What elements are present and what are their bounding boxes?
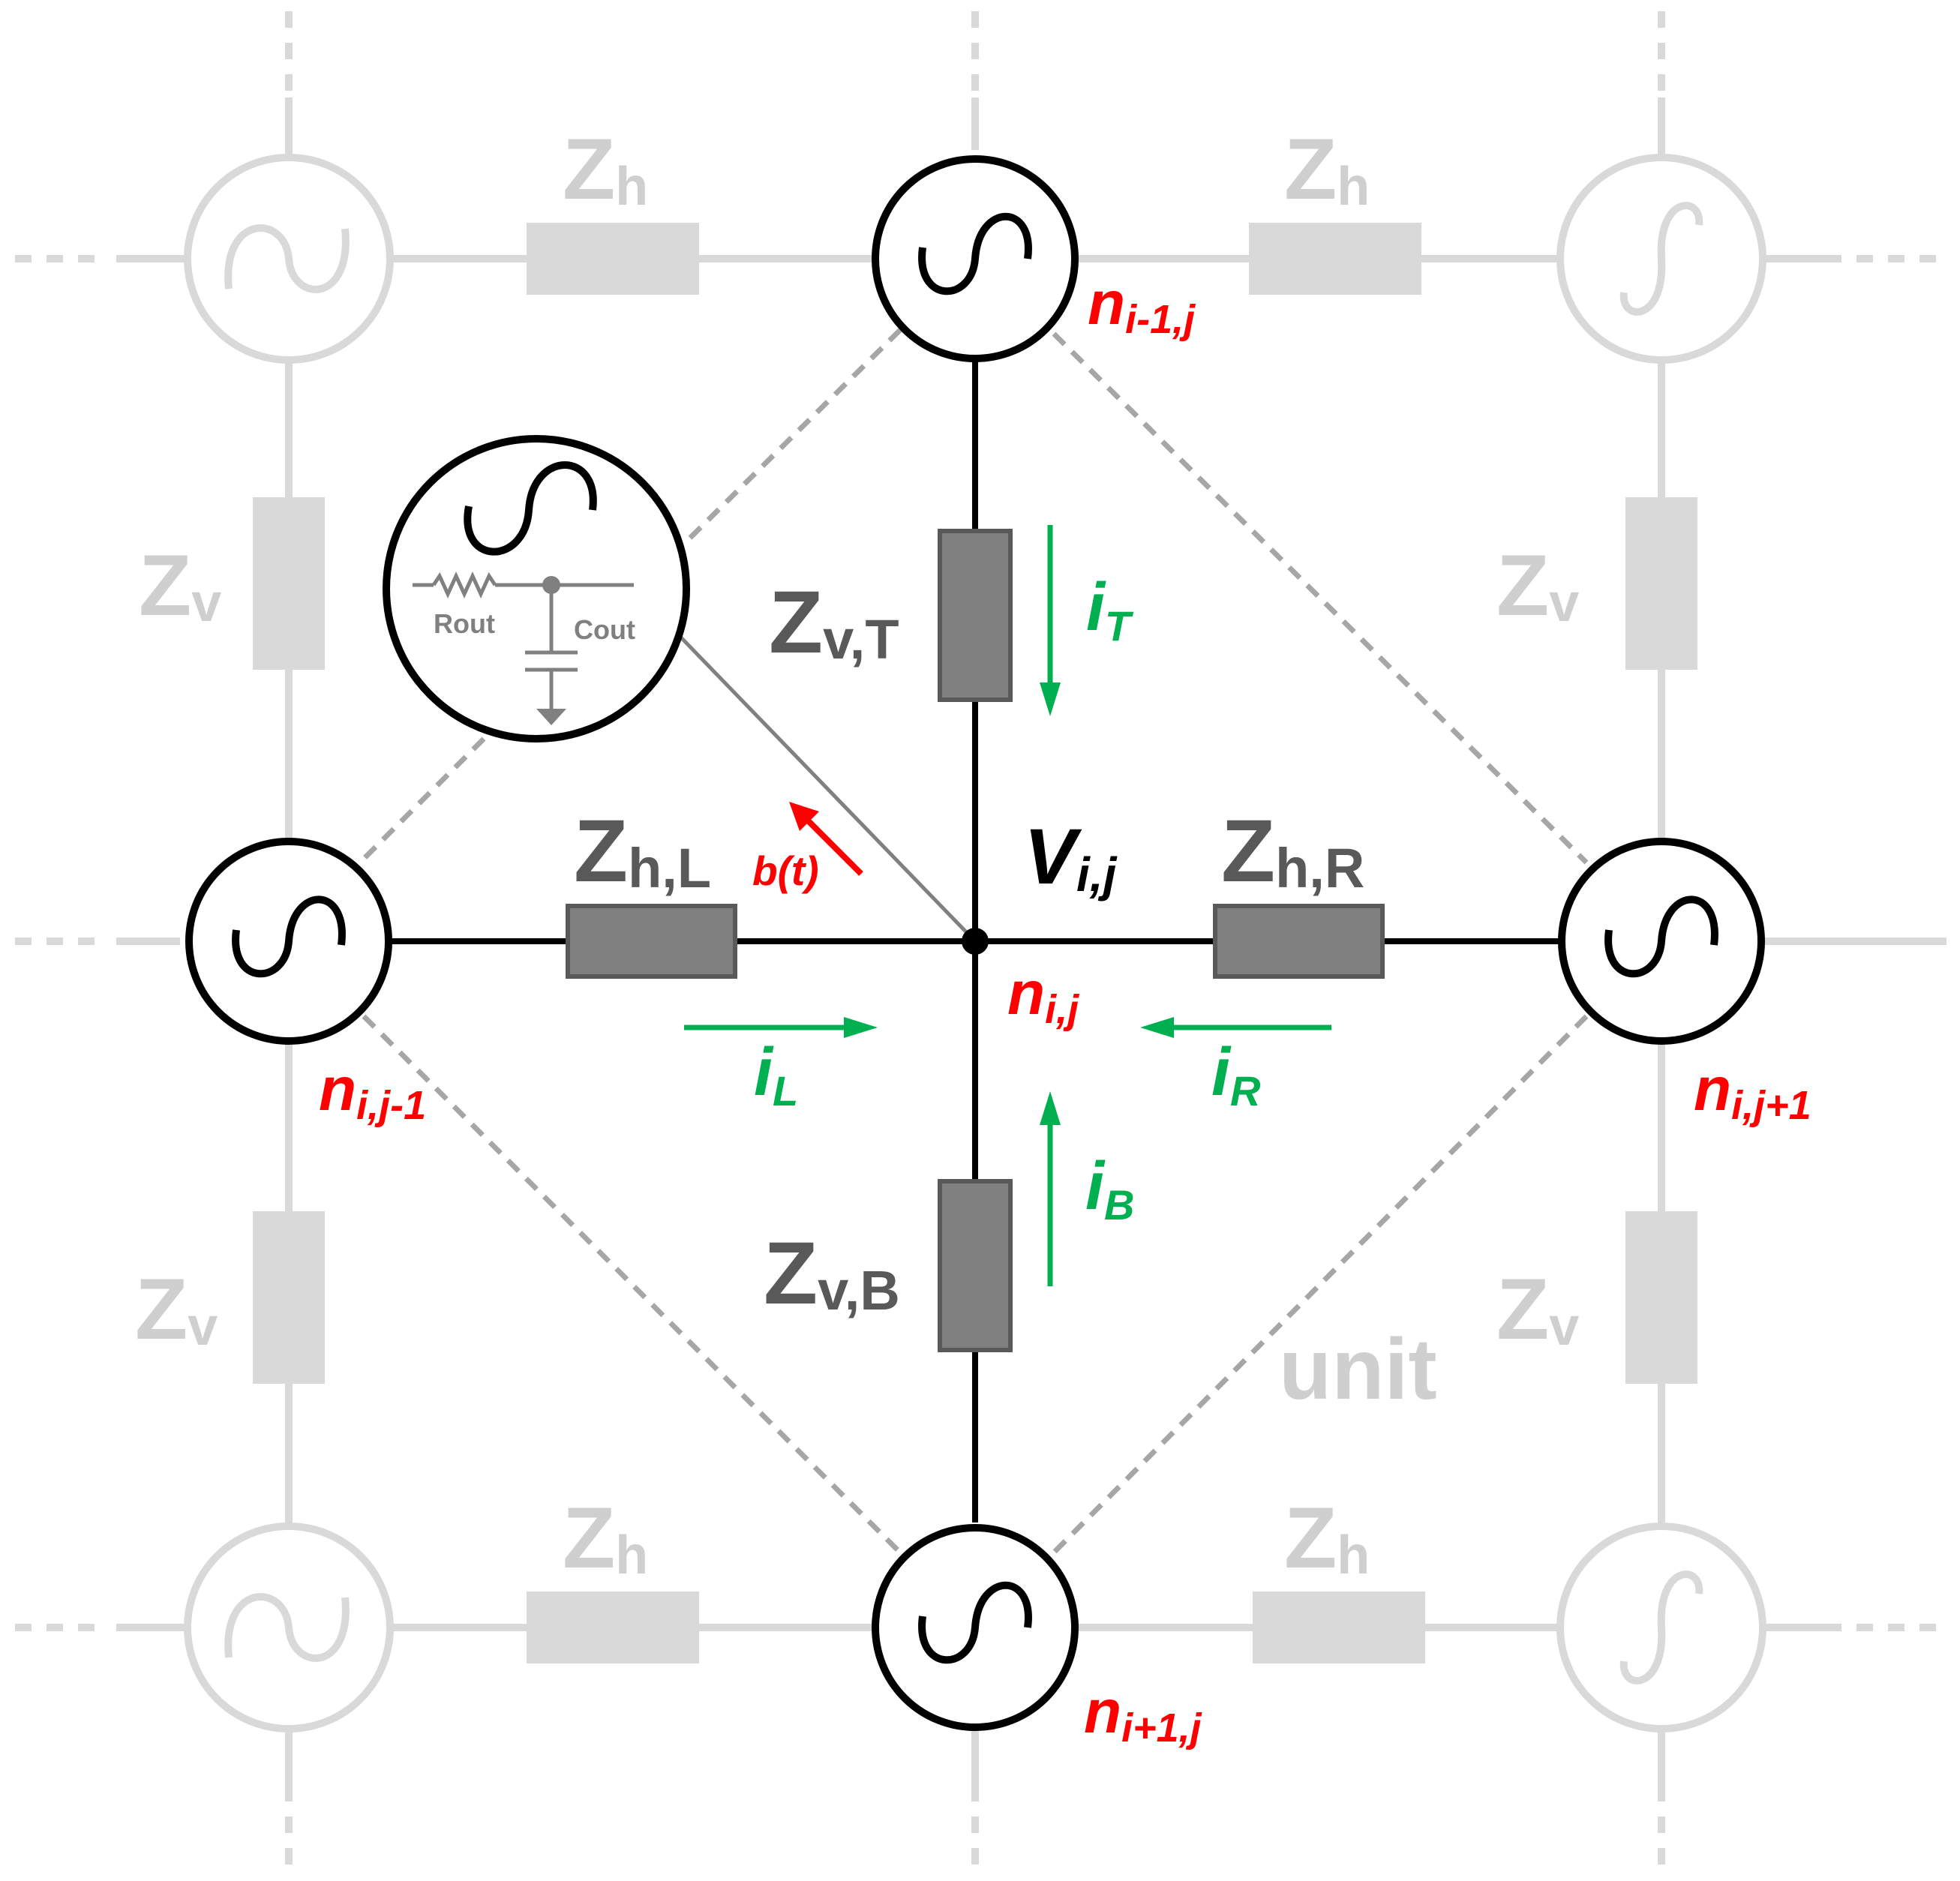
background-lattice (15, 11, 1946, 1875)
faded-zv-lower-left (253, 1211, 325, 1384)
impedance-left-label: Zh,L (574, 802, 711, 901)
faded-zh-top-left (527, 223, 699, 295)
oscillator-top (872, 155, 1079, 362)
impedance-top (938, 529, 1013, 702)
faded-zh-top-right (1249, 223, 1421, 295)
noise-source: b(t) (752, 802, 863, 894)
inset-circuit (413, 571, 634, 709)
node-right-label: ni,j+1 (1694, 1055, 1811, 1128)
zv-label-lower-left: Zv (135, 1262, 218, 1358)
center-voltage-label: Vi,j (1024, 813, 1118, 902)
oscillator-bottom (872, 1524, 1079, 1731)
faded-zv-upper-right (1625, 497, 1697, 670)
unit-cell-boundary (362, 328, 1589, 1555)
active-circuit (390, 360, 1560, 1522)
zv-label-upper-right: Zv (1496, 538, 1579, 634)
current-bottom-arrow (1040, 1091, 1061, 1286)
faded-zv-lower-right (1625, 1211, 1697, 1384)
node-top-label: ni-1,j (1088, 269, 1196, 342)
current-right-label: iR (1211, 1035, 1261, 1114)
faded-oscillator-top-right (1556, 154, 1766, 364)
node-bottom-label: ni+1,j (1084, 1678, 1202, 1750)
inset-rout-label: Rout (434, 608, 495, 639)
current-left-arrow (684, 1017, 878, 1038)
impedance-right-label: Zh,R (1221, 802, 1364, 901)
zv-label-lower-right: Zv (1496, 1262, 1579, 1358)
impedance-bottom (938, 1179, 1013, 1352)
zh-label-bottom-left: Zh (563, 1490, 648, 1586)
zh-label-top-left: Zh (563, 122, 648, 218)
background-labels: Zh Zh Zv Zv Zv Zv Zh Zh unit (135, 122, 1579, 1586)
faded-zh-bottom-right (1253, 1592, 1425, 1664)
active-oscillators (185, 155, 1765, 1731)
oscillator-detail-inset: Rout Cout (383, 435, 690, 742)
faded-zv-upper-left (253, 497, 325, 670)
inset-cout-label: Cout (574, 614, 635, 645)
faded-impedances (253, 223, 1697, 1664)
current-left-label: iL (754, 1035, 798, 1114)
resistor-icon (431, 571, 497, 599)
active-impedances (566, 529, 1385, 1352)
oscillator-right (1558, 838, 1765, 1045)
noise-arrowhead (789, 802, 819, 831)
zh-label-top-right: Zh (1284, 122, 1370, 218)
current-bottom-label: iB (1085, 1149, 1134, 1228)
node-labels: ni-1,j ni,j ni,j-1 ni,j+1 ni+1,j (319, 269, 1811, 1750)
node-left-label: ni,j-1 (319, 1055, 426, 1128)
impedance-right (1213, 904, 1385, 979)
inset-leader-line (632, 587, 977, 943)
current-top-arrow (1040, 525, 1061, 716)
ground-icon (536, 709, 566, 725)
oscillator-left (185, 838, 392, 1045)
center-node-dot (962, 928, 989, 955)
current-labels: iT iB iL iR (754, 570, 1261, 1228)
node-center-label: ni,j (1007, 959, 1079, 1032)
impedance-bottom-label: Zv,B (764, 1224, 900, 1323)
faded-zh-bottom-left (527, 1592, 699, 1664)
inset-sine-icon (464, 461, 597, 556)
zv-label-upper-left: Zv (139, 538, 221, 634)
impedance-left (566, 904, 737, 979)
faded-oscillator-bottom-right (1556, 1522, 1766, 1732)
current-top-label: iT (1086, 570, 1134, 650)
faded-oscillator-bottom-left (184, 1522, 394, 1732)
impedance-top-label: Zv,T (769, 573, 899, 672)
impedance-labels: Zv,T Zv,B Zh,L Zh,R (574, 573, 1364, 1323)
zh-label-bottom-right: Zh (1284, 1490, 1370, 1586)
faded-oscillator-top-left (184, 154, 394, 364)
current-arrows (684, 525, 1331, 1286)
current-right-arrow (1140, 1017, 1331, 1038)
noise-label: b(t) (752, 848, 819, 894)
unit-label: unit (1279, 1322, 1437, 1418)
